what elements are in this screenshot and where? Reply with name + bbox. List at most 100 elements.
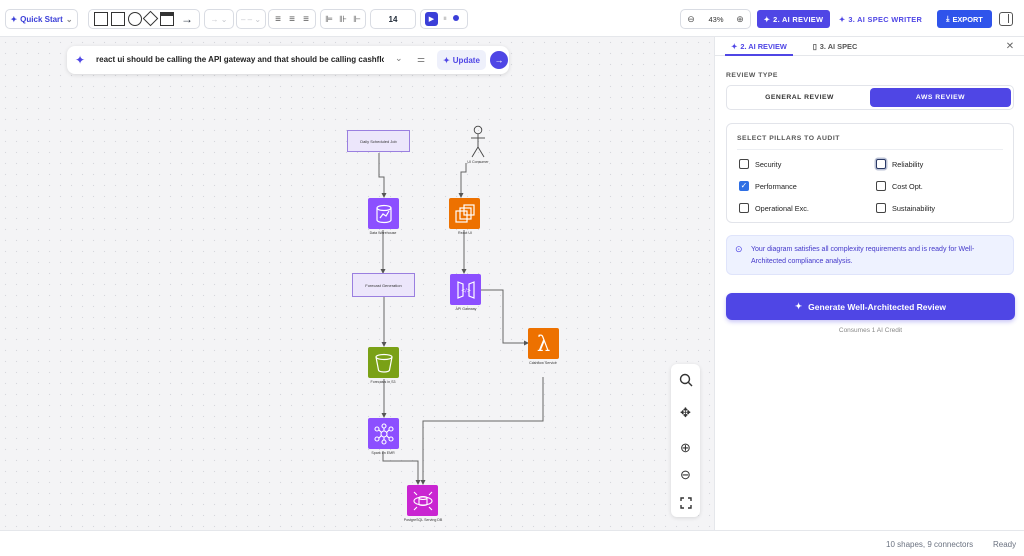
prompt-bar: ✦ react ui should be calling the API gat… [67,46,509,74]
download-icon: ⤓ [946,14,950,23]
search-icon[interactable] [675,369,696,390]
play-icon[interactable]: ▶ [425,12,438,26]
review-aws-option[interactable]: AWS REVIEW [870,88,1011,107]
font-size-input[interactable]: 14 [370,9,416,29]
checkbox-operational-exc[interactable] [739,203,749,213]
sparkle-icon: ✦ [731,42,738,51]
node-forecast-generation[interactable]: Forecast Generation [352,273,415,297]
ai-review-panel: ✦2. AI REVIEW ▯3. AI SPEC ✕ REVIEW TYPE … [714,37,1024,530]
record-dot-icon[interactable] [453,15,459,21]
align-center-icon[interactable]: ≡ [289,13,295,25]
quick-start-label: Quick Start [20,14,63,24]
pillar-performance-label: Performance [755,182,797,191]
review-general-option[interactable]: GENERAL REVIEW [765,94,834,101]
pillar-cost-opt-label: Cost Opt. [892,182,923,191]
panel-tabs [715,37,1024,56]
frame-tool-icon[interactable] [160,12,174,26]
line-style-select[interactable]: – – ⌄ [236,9,266,29]
node-forecasts-s3-label: Forecasts in S3 [370,380,396,384]
checkbox-performance[interactable]: ✓ [739,181,749,191]
connector[interactable] [420,377,544,485]
shape-connector-count: 10 shapes, 9 connectors [886,540,974,549]
pillars-heading: SELECT PILLARS TO AUDIT [737,135,840,142]
zoom-in-icon[interactable]: ⊕ [736,13,744,24]
rds-postgres-icon[interactable] [407,485,438,516]
tab-ai-spec-writer-label: 3. AI SPEC WRITER [848,14,923,24]
node-daily-job[interactable]: Daily Scheduled Job [347,130,410,152]
node-data-warehouse-label: Data Warehouse [369,231,397,235]
distribute-right-icon[interactable]: ⊩ [353,13,361,24]
actor-icon[interactable] [470,125,486,159]
svg-text:</>: </> [460,288,470,294]
checkbox-security[interactable] [739,159,749,169]
square-tool-icon[interactable] [111,12,125,26]
status-bar: 10 shapes, 9 connectors Ready [0,530,1024,556]
react-ui-icon[interactable] [449,198,480,229]
arrow-tool-icon[interactable]: → [181,12,193,26]
arrow-style-select[interactable]: → ⌄ [204,9,234,29]
connector[interactable] [382,451,421,485]
checkbox-sustainability[interactable] [876,203,886,213]
sparkle-icon: ✦ [763,14,771,24]
panel-tab-ai-review-label: 2. AI REVIEW [740,42,787,51]
checkbox-reliability[interactable] [876,159,886,169]
review-type-toggle [726,85,1014,110]
quick-start-button[interactable]: ✦ Quick Start ⌄ [5,9,78,29]
close-icon[interactable]: ✕ [1005,41,1015,52]
info-text: Your diagram satisfies all complexity re… [751,246,975,265]
panel-toggle-icon[interactable] [999,12,1013,26]
node-api-gateway-label: API Gateway [455,307,477,311]
emr-icon[interactable] [368,418,399,449]
export-button[interactable]: ⤓EXPORT [937,10,992,28]
s3-bucket-icon[interactable] [368,347,399,378]
fit-screen-icon[interactable] [675,492,696,513]
settings-sliders-icon[interactable]: ⚌ [417,54,426,64]
pause-icon[interactable]: ⏸ [443,14,447,23]
node-ui-consumer-label: UI Consumer [467,160,489,164]
zoom-in-icon[interactable]: ⊕ [680,439,691,455]
sparkle-icon: ✦ [10,14,18,24]
chevron-down-icon[interactable]: ⌄ [395,53,403,63]
api-gateway-icon[interactable]: </> [450,274,481,305]
connector[interactable] [481,289,529,346]
zoom-group [680,9,751,29]
node-postgres-label: PostgreSQL Serving DB [403,518,443,522]
check-circle-icon: ⊙ [735,244,743,254]
zoom-out-icon[interactable]: ⊖ [687,13,695,24]
sparkle-icon: ✦ [795,301,803,311]
lambda-icon[interactable]: λ [528,328,559,359]
sparkle-icon: ✦ [838,14,846,24]
distribute-group [320,9,366,29]
pillar-operational-exc-label: Operational Exc. [755,204,809,213]
data-warehouse-icon[interactable] [368,198,399,229]
checkbox-cost-opt[interactable] [876,181,886,191]
connector[interactable] [458,163,467,198]
pan-move-icon[interactable]: ✥ [680,404,691,420]
panel-tab-ai-spec[interactable]: ▯3. AI SPEC [806,39,864,54]
diagram-canvas[interactable]: Daily Scheduled Job UI Consumer Data War… [0,37,714,530]
distribute-center-icon[interactable]: ⊪ [339,13,347,24]
document-icon: ▯ [812,42,817,51]
circle-tool-icon[interactable] [128,12,142,26]
update-button[interactable]: ✦Update [437,50,486,70]
tab-ai-review-button[interactable]: ✦2. AI REVIEW [757,10,830,28]
align-right-icon[interactable]: ≡ [303,13,309,25]
info-banner: ⊙ Your diagram satisfies all complexity … [726,235,1014,275]
align-group [268,9,316,29]
tab-ai-spec-writer-button[interactable]: ✦3. AI SPEC WRITER [833,10,928,28]
generate-review-label: Generate Well-Architected Review [808,301,946,312]
connectors-layer [378,153,544,485]
generate-review-button[interactable]: ✦ Generate Well-Architected Review [726,293,1015,320]
connector[interactable] [378,153,387,198]
prompt-input[interactable]: react ui should be calling the API gatew… [96,55,384,64]
update-label: Update [452,55,480,65]
align-left-icon[interactable]: ≡ [275,13,281,25]
zoom-out-icon[interactable]: ⊖ [680,466,691,482]
top-toolbar: ✦ Quick Start ⌄ → → ⌄ – – ⌄ ≡ ≡ ≡ ⊫ ⊪ ⊩ … [0,0,1024,37]
rectangle-tool-icon[interactable] [94,12,108,26]
panel-tab-ai-review[interactable]: ✦2. AI REVIEW [725,39,793,56]
submit-arrow-button[interactable]: → [490,51,508,69]
distribute-left-icon[interactable]: ⊫ [325,13,333,24]
zoom-level: 43% [708,14,724,24]
node-spark-emr-label: Spark on EMR [371,451,395,455]
